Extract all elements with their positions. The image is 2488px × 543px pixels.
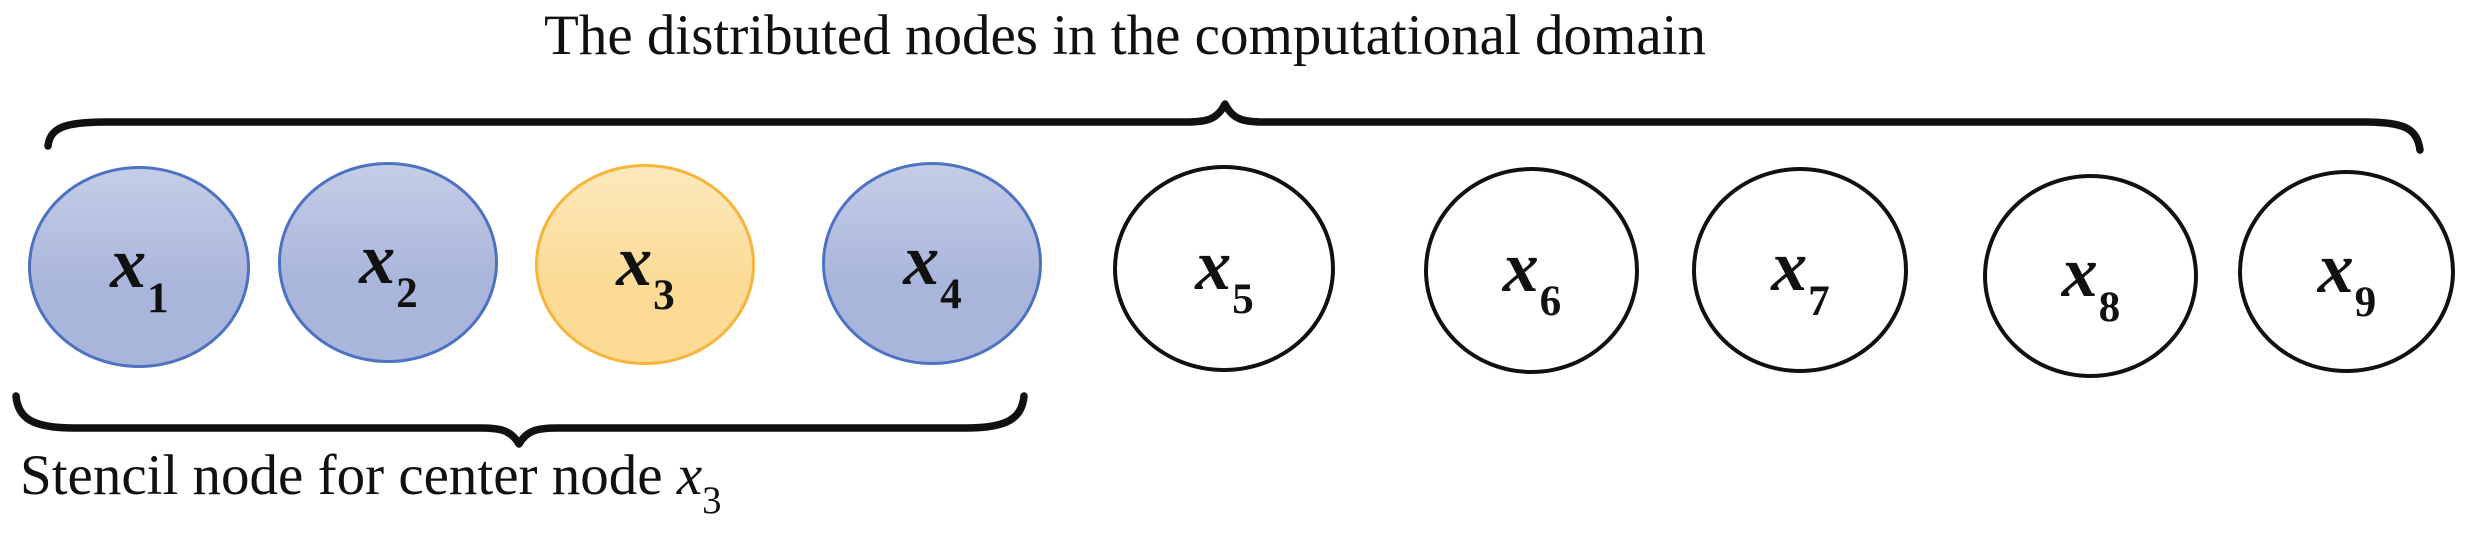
node-x8-label: x8 xyxy=(2061,232,2121,331)
node-x5: x5 xyxy=(1113,165,1335,372)
node-x7: x7 xyxy=(1692,167,1908,373)
node-x5-label: x5 xyxy=(1195,224,1254,324)
overbrace-icon xyxy=(44,100,2424,154)
node-x9-label: x9 xyxy=(2317,227,2377,327)
node-x1-label: x1 xyxy=(110,223,169,322)
node-x3-label: x3 xyxy=(616,220,675,320)
figure-title: The distributed nodes in the computation… xyxy=(544,4,1706,67)
stencil-caption-text: Stencil node for center node xyxy=(20,444,677,507)
node-x2-label: x2 xyxy=(359,218,418,318)
node-x3: x3 xyxy=(535,164,755,365)
node-x6-label: x6 xyxy=(1502,226,1562,326)
node-x7-label: x7 xyxy=(1771,226,1830,325)
underbrace-icon xyxy=(12,392,1028,448)
node-x2: x2 xyxy=(278,162,498,363)
node-x8: x8 xyxy=(1983,174,2198,378)
node-x4-label: x4 xyxy=(903,219,962,319)
node-x4: x4 xyxy=(822,162,1042,365)
stencil-caption-sub: 3 xyxy=(702,479,722,523)
stencil-caption: Stencil node for center node x3 xyxy=(20,442,722,520)
node-x6: x6 xyxy=(1424,167,1639,374)
node-x9: x9 xyxy=(2238,170,2455,373)
stencil-caption-var: x xyxy=(676,444,703,507)
node-x1: x1 xyxy=(28,166,250,368)
